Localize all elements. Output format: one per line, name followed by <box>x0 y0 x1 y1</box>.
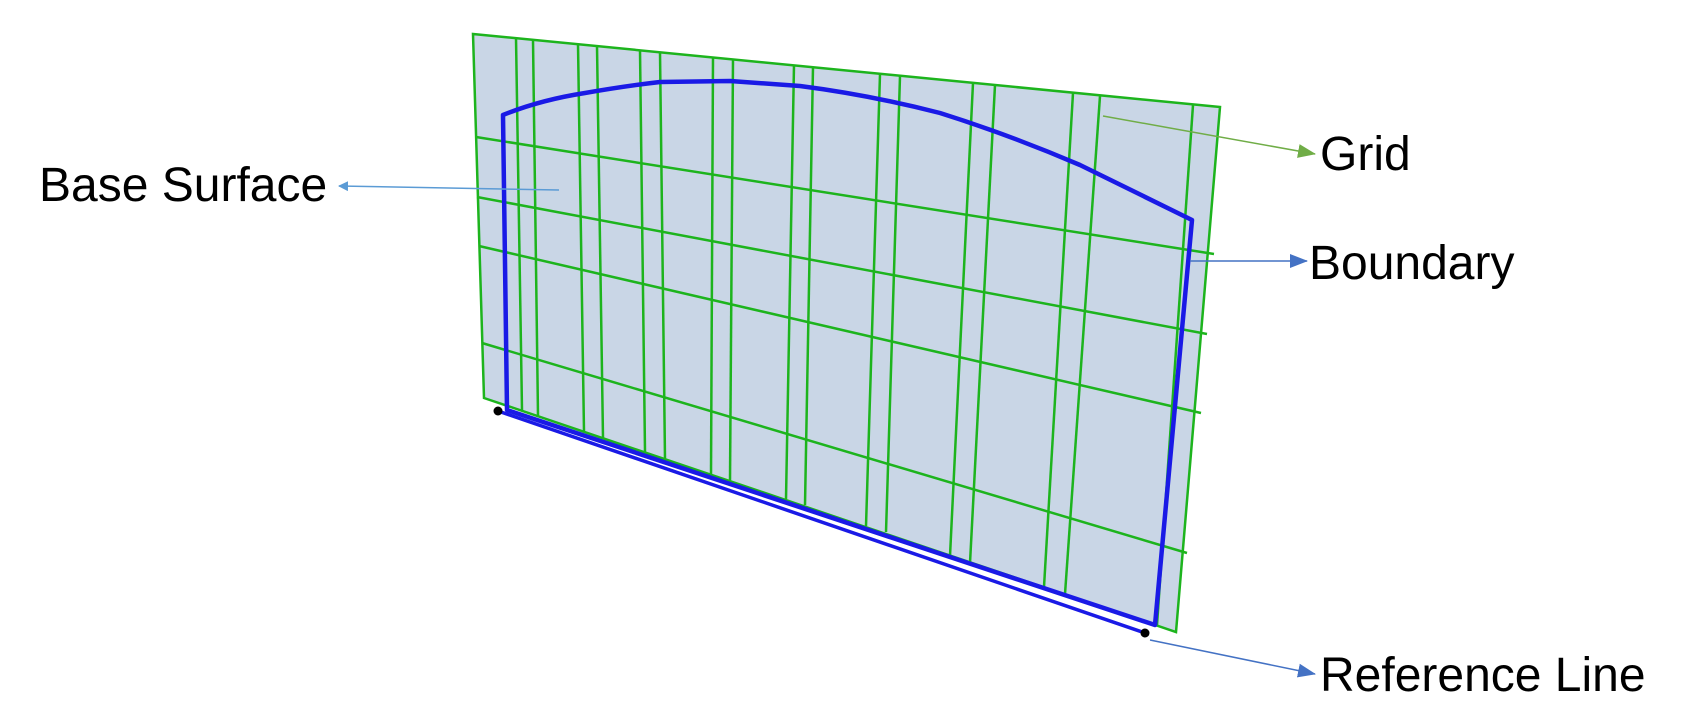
grid-line-v5 <box>638 49 647 453</box>
reference-line-start-point <box>493 406 503 416</box>
grid-line-v6 <box>658 51 667 460</box>
reference-line-arrow <box>1149 639 1316 678</box>
grid-line-v1 <box>514 37 524 411</box>
base-surface-plane <box>471 32 1222 634</box>
grid-line-v14 <box>968 84 997 564</box>
reference-line-end-point <box>1140 628 1150 638</box>
grid-label: Grid <box>1320 128 1411 181</box>
grid-line-v10 <box>803 66 815 506</box>
grid-line-v16 <box>1063 95 1102 595</box>
grid-line-v4 <box>595 45 605 439</box>
base-surface-arrow <box>338 181 560 192</box>
boundary-label: Boundary <box>1309 237 1515 290</box>
grid-line-v11 <box>864 73 882 527</box>
base-surface-label: Base Surface <box>39 159 328 212</box>
boundary-outline <box>500 78 1195 628</box>
grid-line-v12 <box>884 75 902 533</box>
reference-line-label: Reference Line <box>1320 649 1646 702</box>
grid-line-v3 <box>576 43 586 433</box>
grid-line-v13 <box>948 82 975 557</box>
reference-line <box>497 409 1146 635</box>
grid-line-v15 <box>1042 92 1075 588</box>
grid-line-v8 <box>728 58 735 482</box>
grid-line-v7 <box>709 56 715 476</box>
grid-arrow <box>1102 115 1316 158</box>
grid-line-v9 <box>784 64 796 500</box>
